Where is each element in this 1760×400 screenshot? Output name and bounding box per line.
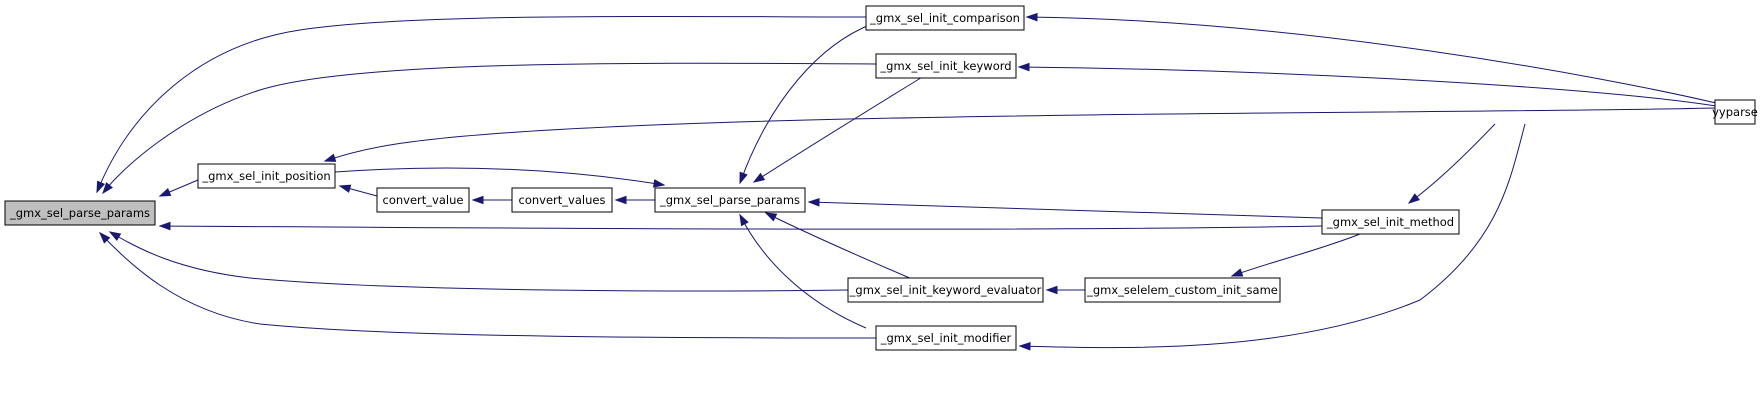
edges-layer (96, 12, 1717, 351)
edge-convert_value-to-init_position (338, 184, 378, 197)
arrowhead (158, 221, 171, 231)
node-label: _gmx_sel_init_position (201, 169, 330, 183)
node-init-keyword[interactable]: _gmx_sel_init_keyword (875, 53, 1017, 79)
edge-line (334, 167, 665, 186)
arrowhead (98, 231, 111, 244)
node-init-comparison[interactable]: _gmx_sel_init_comparison (865, 5, 1025, 31)
edge-parse_params_mid-to-convert_values (614, 195, 655, 205)
edge-yyparse-to-init_position (323, 107, 1717, 162)
arrowhead (102, 182, 113, 195)
arrowhead (323, 153, 337, 162)
edge-line (753, 75, 925, 183)
node-box (847, 277, 1044, 303)
arrowhead (158, 187, 172, 197)
edge-custom_init_same-to-init_keyword_evaluator (1045, 285, 1085, 295)
arrowhead (764, 212, 778, 222)
edge-init_method-to-custom_init_same (1230, 233, 1361, 277)
node-custom-init-same[interactable]: _gmx_selelem_custom_init_same (1084, 277, 1281, 303)
edge-line (99, 232, 877, 339)
arrowhead (739, 171, 748, 185)
node-label: _gmx_sel_init_comparison (869, 11, 1020, 25)
arrowhead (1017, 62, 1030, 72)
node-label: _gmx_sel_parse_params (659, 193, 800, 207)
edge-init_position-to-parse_params_root (158, 179, 199, 197)
node-label: _gmx_sel_init_method (1326, 215, 1454, 229)
nodes-layer: _gmx_sel_parse_params _gmx_sel_init_posit… (4, 5, 1758, 351)
node-box (511, 187, 613, 213)
node-yyparse[interactable]: yyparse (1712, 99, 1758, 125)
arrowhead (1018, 342, 1031, 351)
node-parse-params-root: _gmx_sel_parse_params (4, 200, 156, 226)
node-box (875, 325, 1017, 351)
edge-init_position-to-parse_params_mid (334, 167, 666, 188)
edge-line (1018, 66, 1717, 107)
edge-line (102, 62, 877, 194)
arrowhead (752, 172, 766, 183)
node-label: _gmx_sel_init_keyword (879, 59, 1011, 73)
node-init-position[interactable]: _gmx_sel_init_position (197, 163, 336, 189)
node-label: _gmx_sel_parse_params (9, 206, 150, 220)
arrowhead (1045, 285, 1058, 295)
edge-init_keyword_evaluator-to-parse_params_mid (764, 212, 913, 280)
node-box (654, 187, 806, 213)
edge-line (1408, 123, 1496, 204)
edge-yyparse-to-init_comparison (1025, 12, 1717, 104)
node-label: convert_values (519, 193, 606, 207)
arrowhead (739, 213, 749, 227)
arrowhead (652, 179, 666, 188)
node-box (376, 187, 470, 213)
node-box (197, 163, 336, 189)
edge-init_modifier-to-parse_params_root (98, 231, 877, 339)
edge-line (109, 231, 849, 292)
node-label: convert_value (383, 193, 464, 207)
edge-line (1231, 233, 1361, 277)
edge-line (324, 107, 1717, 162)
arrowhead (1407, 193, 1420, 204)
node-init-keyword-evaluator[interactable]: _gmx_sel_init_keyword_evaluator (847, 277, 1044, 303)
edge-init_keyword-to-parse_params_mid (752, 75, 925, 183)
node-box (865, 5, 1025, 31)
node-convert-value[interactable]: convert_value (376, 187, 470, 213)
arrowhead (108, 231, 122, 242)
edge-init_modifier-to-parse_params_mid (739, 213, 867, 329)
node-box (875, 53, 1017, 79)
edge-init_comparison-to-parse_params_root (96, 15, 867, 194)
arrowhead (1230, 268, 1244, 277)
edge-yyparse-to-init_keyword (1017, 62, 1717, 107)
arrowhead (614, 195, 627, 205)
edge-init_keyword_evaluator-to-parse_params_root (108, 231, 849, 292)
node-label: _gmx_selelem_custom_init_same (1086, 283, 1278, 297)
edge-line (739, 23, 873, 184)
node-label: yyparse (1712, 105, 1758, 119)
node-label: _gmx_sel_init_keyword_evaluator (849, 283, 1042, 297)
edge-line (1026, 16, 1717, 104)
node-label: _gmx_sel_init_modifier (880, 331, 1012, 345)
edge-init_comparison-to-parse_params_mid (739, 23, 873, 185)
node-convert-values[interactable]: convert_values (511, 187, 613, 213)
arrowhead (338, 184, 352, 193)
arrowhead (807, 197, 820, 207)
node-init-modifier[interactable]: _gmx_sel_init_modifier (875, 325, 1017, 351)
node-parse-params-mid[interactable]: _gmx_sel_parse_params (654, 187, 806, 213)
edge-line (808, 201, 1323, 219)
node-box (4, 200, 156, 226)
edge-init_method-to-parse_params_mid (807, 197, 1323, 219)
edge-line (96, 15, 867, 193)
edge-yyparse-to-init_method (1407, 123, 1496, 204)
arrowhead (1025, 12, 1038, 22)
arrowhead (96, 180, 106, 194)
edge-line (1019, 123, 1526, 349)
node-box (1714, 99, 1756, 125)
edge-init_keyword-to-parse_params_root (102, 62, 877, 195)
arrowhead (471, 195, 484, 205)
edge-line (739, 214, 867, 329)
edge-convert_values-to-convert_value (471, 195, 512, 205)
node-box (1084, 277, 1281, 303)
edge-yyparse-to-init_modifier (1018, 123, 1526, 351)
edge-line (159, 225, 1323, 230)
node-init-method[interactable]: _gmx_sel_init_method (1321, 209, 1460, 235)
edge-line (765, 212, 913, 280)
node-box (1321, 209, 1460, 235)
